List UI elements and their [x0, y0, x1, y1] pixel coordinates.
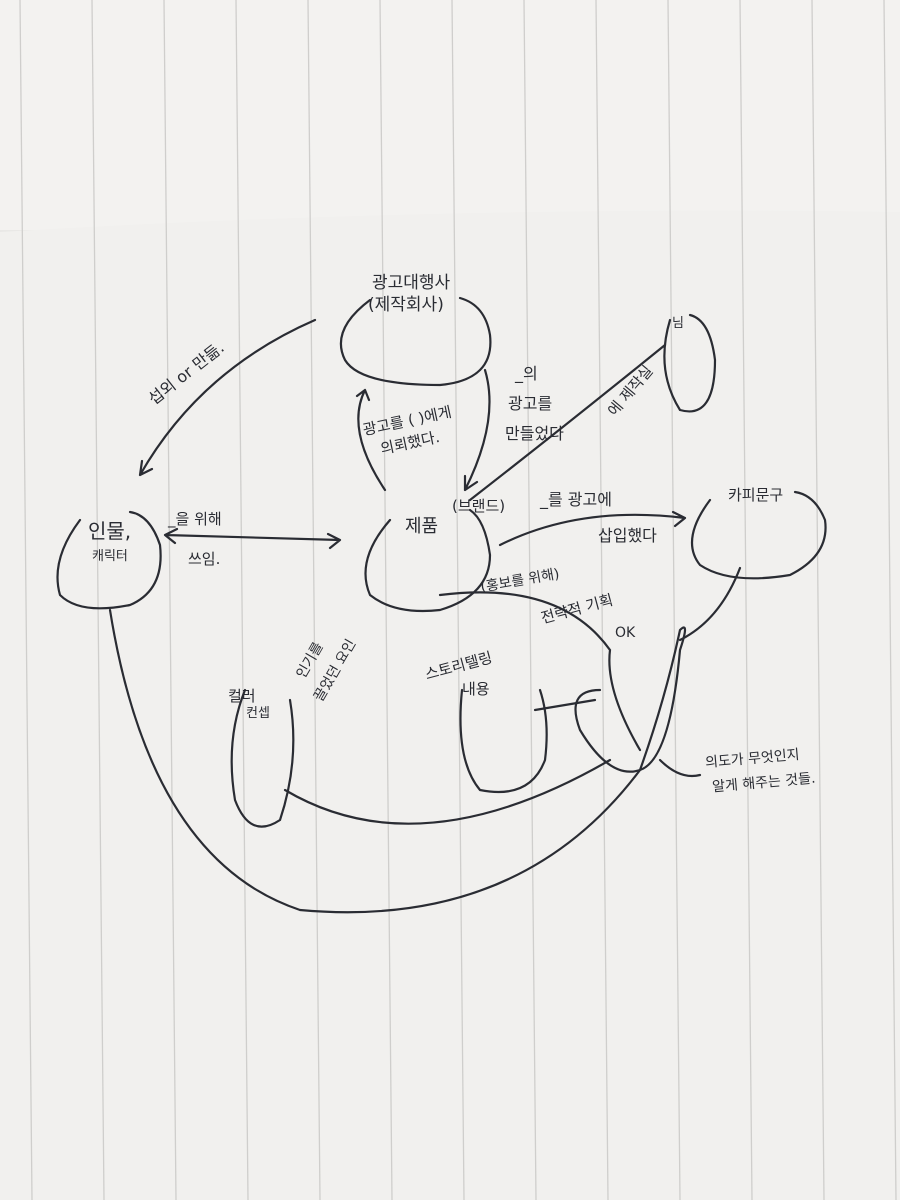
ok-label: OK: [615, 625, 636, 641]
strategy-curve: [438, 591, 642, 752]
copy-title: 카피문구: [728, 486, 784, 504]
insert-label-2: 삽입했다: [598, 526, 657, 545]
notebook-back-page: [0, 0, 900, 230]
person-node: [56, 510, 162, 610]
ruled-line: [523, 0, 537, 1200]
ruled-line: [595, 0, 609, 1200]
product-title: 제품: [405, 516, 439, 537]
person-subtitle: 캐릭터: [92, 549, 128, 564]
intent-pointer: [658, 758, 702, 778]
product-subtitle: (브랜드): [452, 497, 506, 515]
ruled-line: [91, 0, 105, 1200]
made-arrow: [463, 368, 491, 492]
recruit-arrow: [138, 318, 317, 477]
ruled-line: [19, 0, 33, 1200]
notebook-front-page: [0, 210, 900, 1200]
ruled-line: [883, 0, 897, 1200]
made-label-3: 만들었다: [505, 424, 564, 443]
made-label-2: 광고를: [508, 394, 553, 413]
product-node: [364, 508, 492, 613]
used-arrow: [163, 527, 342, 550]
top-right-node: [663, 313, 717, 413]
color-node: [230, 688, 295, 828]
color-subtitle: 컨셉: [246, 706, 270, 721]
story-arrow: [533, 698, 597, 712]
copy-node: [690, 490, 827, 580]
color-curve: [283, 758, 612, 825]
story-subtitle: 내용: [462, 680, 490, 698]
used-label-2: 쓰임.: [188, 550, 221, 568]
intent-loop: [574, 626, 687, 773]
request-arrow: [355, 388, 387, 492]
color-title: 컬러: [228, 687, 256, 705]
diagram-ink: [56, 296, 827, 914]
agency-title: 광고대행사: [372, 273, 451, 293]
ruled-line: [163, 0, 177, 1200]
story-node: [459, 688, 548, 794]
person-title: 인물,: [88, 519, 132, 543]
used-label-1: _을 위해: [168, 510, 222, 528]
ruled-line: [451, 0, 465, 1200]
produce-line: [468, 343, 667, 502]
ruled-line: [307, 0, 321, 1200]
made-label-1: _의: [515, 364, 538, 383]
insert-label-1: _를 광고에: [540, 490, 612, 509]
ruled-line: [379, 0, 393, 1200]
person-curve: [108, 608, 642, 914]
top-right-node-label: 님: [672, 316, 684, 331]
copy-to-center: [678, 566, 742, 642]
ruled-line: [235, 0, 249, 1200]
ruled-lines: [19, 0, 897, 1200]
insert-arrow: [498, 510, 687, 547]
ruled-line: [811, 0, 825, 1200]
agency-node: [339, 296, 492, 387]
ruled-line: [667, 0, 681, 1200]
agency-subtitle: (제작회사): [368, 295, 444, 315]
ruled-line: [739, 0, 753, 1200]
